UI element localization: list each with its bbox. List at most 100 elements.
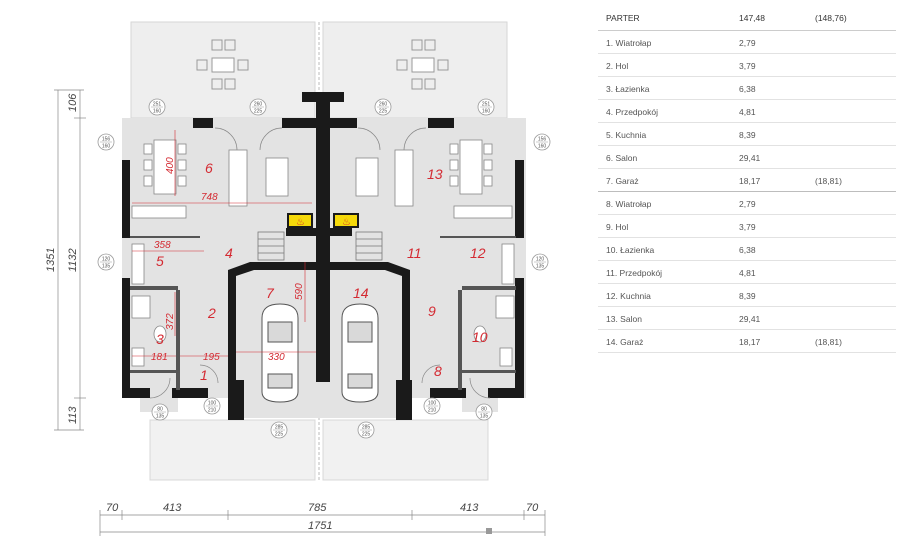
room-number-7: 7: [266, 285, 275, 301]
window-label-top: 100: [428, 401, 437, 407]
outer-dim-lines: [54, 89, 546, 536]
dim-413-left: 413: [163, 502, 182, 514]
furniture: [131, 139, 515, 367]
table-row: 12. Kuchnia 8,39: [598, 284, 896, 307]
dim-70-right: 70: [526, 502, 539, 514]
room-name: 2. Hol: [606, 61, 629, 71]
room-name: 10. Łazienka: [606, 245, 655, 255]
door-swings: [149, 127, 491, 399]
room-name: 14. Garaż: [606, 337, 644, 347]
room-area-table: PARTER 147,48 (148,76) 1. Wiatrołap 2,79 2…: [598, 8, 896, 353]
fireplace-icon: ♨ ♨: [287, 213, 359, 228]
room-number-12: 12: [470, 245, 486, 261]
room-area: 29,41: [739, 314, 761, 324]
room-name: 7. Garaż: [606, 176, 639, 186]
window-label-top: 285: [362, 425, 371, 431]
room-number-8: 8: [434, 363, 442, 379]
car-icon: [261, 303, 379, 403]
dim-358: 358: [154, 240, 171, 251]
room-name: 3. Łazienka: [606, 84, 650, 94]
dim-330: 330: [268, 352, 285, 363]
room-name: 1. Wiatrołap: [606, 38, 652, 48]
header-area: 147,48: [739, 13, 765, 23]
dim-785: 785: [308, 502, 327, 514]
table-row: 3. Łazienka 6,38: [598, 77, 896, 100]
window-label-top: 260: [379, 102, 388, 108]
room-name: 8. Wiatrołap: [606, 199, 652, 209]
scale-marker: [486, 528, 492, 534]
dim-195: 195: [203, 352, 220, 363]
dim-181: 181: [151, 352, 168, 363]
window-label-bottom: 160: [102, 144, 111, 150]
table-row: 6. Salon 29,41: [598, 146, 896, 169]
window-label-top: 100: [208, 401, 217, 407]
dim-748: 748: [201, 192, 218, 203]
window-label-top: 120: [536, 257, 545, 263]
room-name: 6. Salon: [606, 153, 638, 163]
window-labels: 2511602602252602252511601561601561601201…: [97, 98, 551, 439]
window-label-top: 156: [102, 137, 111, 143]
table-row: 10. Łazienka 6,38: [598, 238, 896, 261]
window-label-top: 251: [482, 102, 491, 108]
room-name: 11. Przedpokój: [606, 268, 663, 278]
window-label-bottom: 135: [480, 414, 489, 420]
room-name: 9. Hol: [606, 222, 629, 232]
svg-text:♨: ♨: [342, 217, 351, 228]
room-area: 4,81: [739, 107, 756, 117]
window-label-top: 251: [153, 102, 162, 108]
room-name: 5. Kuchnia: [606, 130, 647, 140]
room-area: 8,39: [739, 130, 756, 140]
dim-372: 372: [165, 313, 176, 330]
window-label-bottom: 135: [536, 264, 545, 270]
window-label-bottom: 160: [538, 144, 547, 150]
room-area-alt: (18,81): [815, 176, 842, 186]
dim-113: 113: [67, 406, 79, 424]
window-label-bottom: 160: [153, 109, 162, 115]
room-number-9: 9: [428, 303, 436, 319]
room-area: 8,39: [739, 291, 756, 301]
svg-text:♨: ♨: [296, 217, 305, 228]
window-label-bottom: 210: [208, 408, 217, 414]
room-area: 6,38: [739, 245, 756, 255]
window-label-bottom: 135: [102, 264, 111, 270]
room-area: 6,38: [739, 84, 756, 94]
window-label-bottom: 210: [428, 408, 437, 414]
dim-1132: 1132: [67, 248, 79, 272]
room-number-10: 10: [472, 329, 488, 345]
window-label-top: 260: [254, 102, 263, 108]
room-number-3: 3: [156, 331, 164, 347]
room-number-5: 5: [156, 253, 164, 269]
room-area: 2,79: [739, 38, 756, 48]
garden-table-left-icon: [196, 39, 249, 90]
room-area: 29,41: [739, 153, 761, 163]
window-label-top: 80: [157, 407, 163, 413]
window-label-bottom: 225: [362, 432, 371, 438]
room-number-4: 4: [225, 245, 233, 261]
window-label-top: 80: [481, 407, 487, 413]
room-name: 12. Kuchnia: [606, 291, 651, 301]
exterior-walls: [122, 92, 524, 420]
floor-plan: ♨ ♨: [45, 21, 551, 536]
room-number-2: 2: [207, 305, 216, 321]
interior-dim-lines: [132, 130, 316, 357]
table-row: 1. Wiatrołap 2,79: [598, 31, 896, 54]
table-row: 13. Salon 29,41: [598, 307, 896, 330]
window-label-bottom: 160: [482, 109, 491, 115]
room-number-6: 6: [205, 160, 213, 176]
window-label-bottom: 135: [156, 414, 165, 420]
room-name: 13. Salon: [606, 314, 642, 324]
table-header: PARTER 147,48 (148,76): [598, 8, 896, 31]
